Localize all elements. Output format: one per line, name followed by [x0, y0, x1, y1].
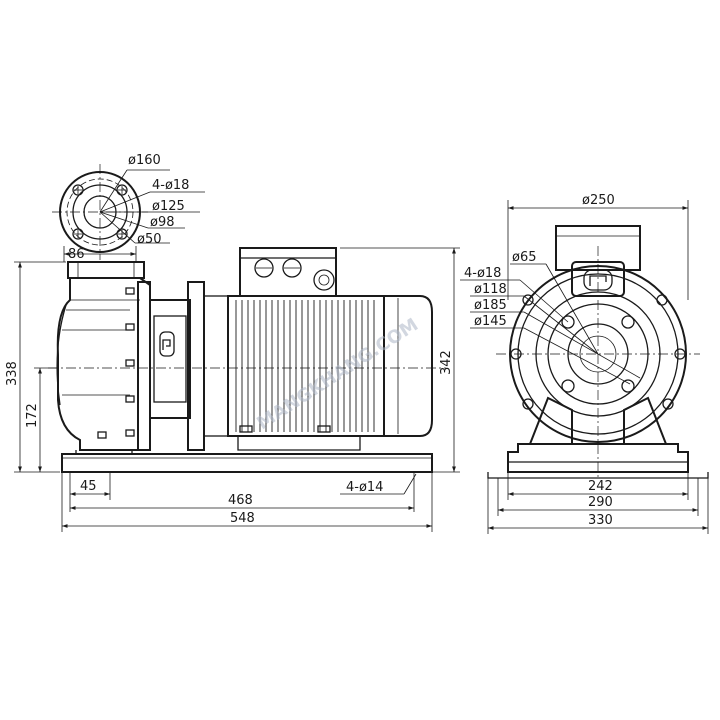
end-dim-290: 290 [588, 495, 613, 510]
end-dim-330: 330 [588, 513, 613, 528]
lifting-eye [313, 269, 335, 291]
cable-gland-2 [282, 258, 302, 278]
bracket-flange-left [137, 281, 151, 451]
cable-gland-1 [254, 258, 274, 278]
flange-front-view: ø160 4-ø18 ø125 ø98 ø50 86 [52, 153, 205, 262]
flange-outer-diameter-label: ø160 [128, 153, 161, 168]
flange-pcd-label: ø125 [152, 199, 185, 214]
dim-height-342: 342 [439, 350, 454, 375]
casing-bolts [97, 287, 135, 439]
end-holes-label: 4-ø18 [464, 266, 501, 281]
pump-end-view: ø250 ø65 4-ø18 ø118 ø185 ø145 242 290 33… [460, 193, 709, 534]
base-plate [61, 453, 433, 473]
flange-bore-label: ø50 [137, 232, 162, 247]
flange-width-86-label: 86 [68, 247, 85, 262]
end-width-label: ø250 [582, 193, 615, 208]
pump-side-view: 338 172 342 45 468 548 4-ø14 [5, 247, 460, 532]
motor-rear-outline [555, 225, 641, 271]
dim-span-468: 468 [228, 493, 253, 508]
end-outlet-label: ø65 [512, 250, 537, 265]
motor-cooling-fins [235, 300, 375, 432]
dim-offset-45: 45 [80, 479, 97, 494]
seal-bracket [149, 299, 191, 419]
end-flange-label: ø185 [474, 298, 507, 313]
pump-casing [56, 277, 151, 451]
dim-height-338: 338 [5, 361, 20, 386]
base-holes-label: 4-ø14 [346, 480, 383, 495]
end-raised-face-label: ø145 [474, 314, 507, 329]
dim-length-548: 548 [230, 511, 255, 526]
dim-height-172: 172 [25, 403, 40, 428]
terminal-box [239, 247, 337, 297]
end-dim-242: 242 [588, 479, 613, 494]
flange-raised-face-label: ø98 [150, 215, 175, 230]
end-pcd-label: ø118 [474, 282, 507, 297]
discharge-flange [67, 261, 145, 279]
motor-fan-cover [383, 295, 433, 437]
flange-holes-label: 4-ø18 [152, 178, 189, 193]
